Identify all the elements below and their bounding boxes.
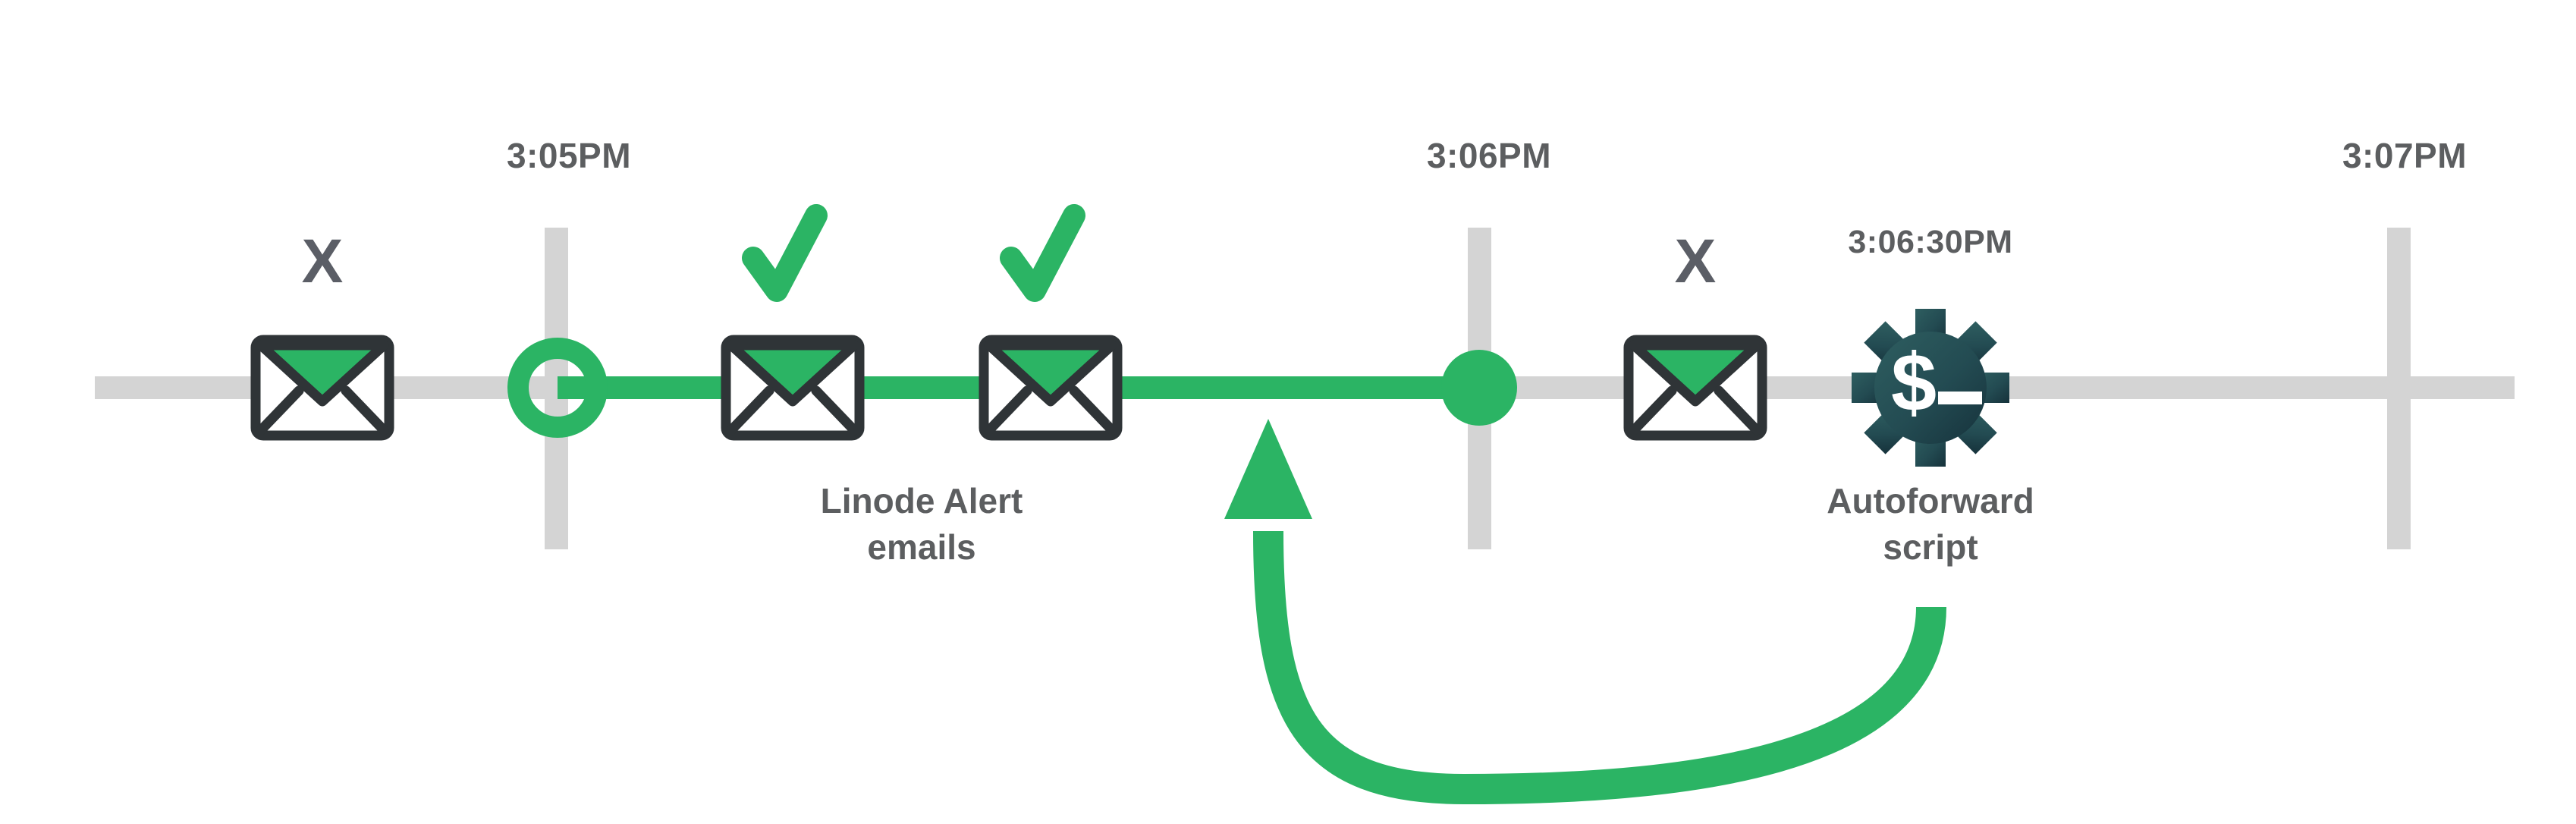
- marker-ring-305: [507, 338, 608, 438]
- time-label-305: 3:05PM: [506, 136, 632, 175]
- envelope-icon-1: [250, 335, 394, 441]
- svg-text:$: $: [1891, 336, 1937, 428]
- time-label-307: 3:07PM: [2342, 136, 2468, 175]
- check-icon-1: [742, 204, 828, 302]
- caption-autoforward-script: Autoforward script: [1827, 481, 2034, 567]
- check-icon-2: [1000, 204, 1085, 302]
- x-mark-1: X: [301, 227, 344, 296]
- gear-dollar-icon: $: [1852, 309, 2009, 467]
- time-label-306: 3:06PM: [1426, 136, 1552, 175]
- envelope-icon-4: [1623, 335, 1767, 441]
- caption-alert-emails: Linode Alert emails: [820, 481, 1023, 567]
- x-mark-2: X: [1674, 227, 1717, 296]
- marker-dot-306: [1441, 350, 1517, 426]
- envelope-icon-3: [979, 335, 1123, 441]
- time-label-autoforward-script: 3:06:30PM: [1848, 224, 2013, 260]
- autoforward-feedback-arrow: [1224, 419, 1946, 805]
- envelope-icon-2: [721, 335, 865, 441]
- tick-line-307: [2387, 228, 2411, 549]
